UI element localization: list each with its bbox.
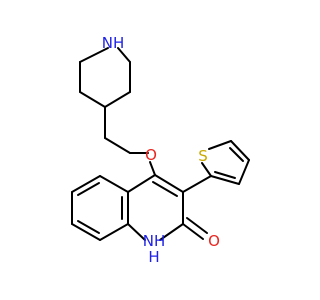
double-bond (186, 217, 208, 234)
bond (127, 174, 156, 193)
bond (201, 162, 212, 177)
bond (117, 47, 131, 63)
bond (79, 47, 109, 63)
bond (104, 137, 131, 154)
bond (71, 175, 101, 193)
thiophene-ring (182, 140, 250, 193)
thiophene-sulfur-label: S (198, 147, 208, 165)
bond (238, 159, 250, 185)
bond (71, 223, 101, 241)
bond (127, 223, 146, 241)
bond (182, 175, 212, 193)
bond (210, 175, 240, 185)
bond (182, 223, 204, 240)
double-bond (152, 181, 178, 197)
bond (149, 161, 156, 176)
piperidine-ring (79, 47, 131, 108)
double-bond (77, 220, 100, 234)
bond (99, 223, 129, 241)
bond (154, 174, 184, 193)
linker (104, 106, 156, 176)
molecule-structure: NH O S NH H O (71, 34, 250, 266)
benzene-ring (71, 175, 129, 241)
bond (79, 91, 106, 108)
pyridinone-ring (127, 174, 184, 241)
double-bond (214, 171, 236, 179)
bond (99, 175, 129, 193)
bond (208, 140, 232, 150)
piperidine-nitrogen-label: NH (102, 34, 125, 52)
double-bond (229, 147, 244, 162)
ring-nitrogen-hydrogen-label: H (148, 248, 159, 266)
bond (230, 140, 250, 161)
ring-nitrogen-label: NH (143, 232, 166, 250)
bond (159, 223, 184, 241)
double-bond (77, 182, 100, 196)
bond (104, 91, 131, 108)
carbonyl-oxygen-label: O (208, 232, 220, 250)
ether-oxygen-label: O (145, 146, 157, 164)
carbonyl (182, 217, 208, 240)
